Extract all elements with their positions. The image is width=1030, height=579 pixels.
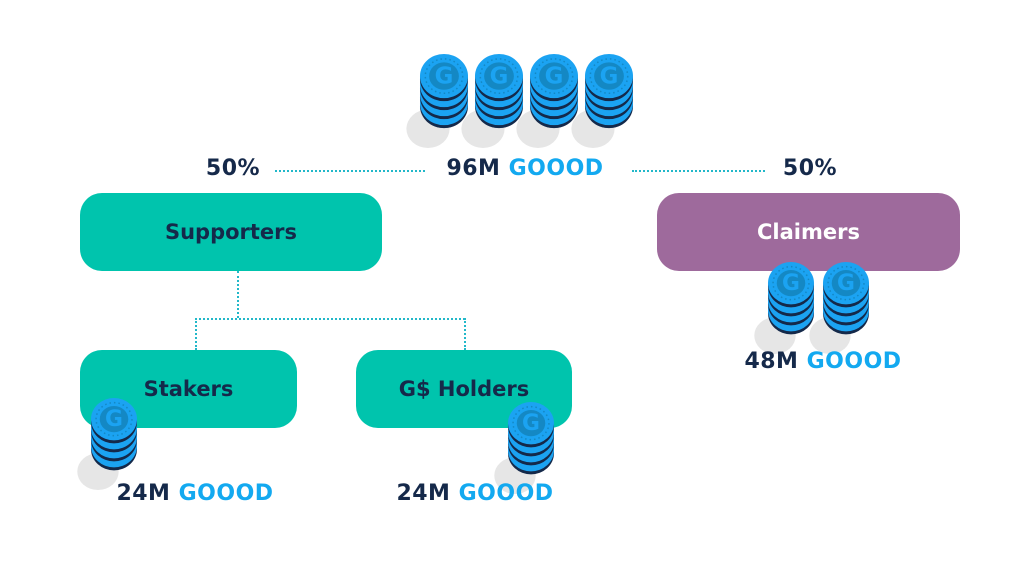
connector-holders: [464, 318, 466, 350]
svg-text:G: G: [522, 411, 540, 436]
svg-text:G: G: [105, 407, 123, 432]
stakers-label: Stakers: [143, 377, 234, 401]
coin-stack-claimers-2: G: [799, 258, 875, 358]
left-percent: 50%: [205, 156, 261, 181]
coin-stack-top-2: G: [451, 50, 529, 152]
connector-right: [632, 170, 765, 172]
goood-coin-icon: [539, 62, 569, 90]
goood-coin-icon: [516, 410, 546, 437]
connector-left: [275, 170, 425, 172]
claimers-label: Claimers: [757, 220, 860, 244]
goood-coin-icon: [484, 62, 514, 90]
svg-text:G: G: [490, 63, 509, 89]
coin-stack-top-3: G: [506, 50, 584, 152]
coin-stack-holders: G: [484, 398, 560, 498]
supporters-label: Supporters: [164, 220, 298, 244]
right-percent: 50%: [782, 156, 838, 181]
holders-amount: 24M GOOOD: [396, 481, 554, 506]
coin-stack-top-4: G: [561, 50, 639, 152]
goood-coin-icon: [831, 270, 861, 297]
connector-supporters-down: [237, 271, 239, 318]
goood-coin-icon: [99, 406, 129, 433]
connector-stakers: [195, 318, 197, 350]
goood-coin-icon: [776, 270, 806, 297]
supporters-box: Supporters: [80, 193, 382, 271]
goood-coin-icon: [594, 62, 624, 90]
connector-branch: [195, 318, 465, 320]
stakers-amount: 24M GOOOD: [116, 481, 274, 506]
svg-text:G: G: [782, 271, 800, 296]
coin-stack-stakers: G: [67, 394, 143, 494]
svg-text:G: G: [545, 63, 564, 89]
claimers-amount: 48M GOOOD: [744, 349, 902, 374]
goood-coin-icon: [429, 62, 459, 90]
svg-text:G: G: [600, 63, 619, 89]
total-amount: 96M GOOOD: [446, 156, 604, 181]
coin-stack-top-1: G: [396, 50, 474, 152]
svg-text:G: G: [837, 271, 855, 296]
holders-label: G$ Holders: [398, 377, 530, 401]
claimers-box: Claimers: [657, 193, 960, 271]
coin-stack-claimers-1: G: [744, 258, 820, 358]
svg-text:G: G: [435, 63, 454, 89]
